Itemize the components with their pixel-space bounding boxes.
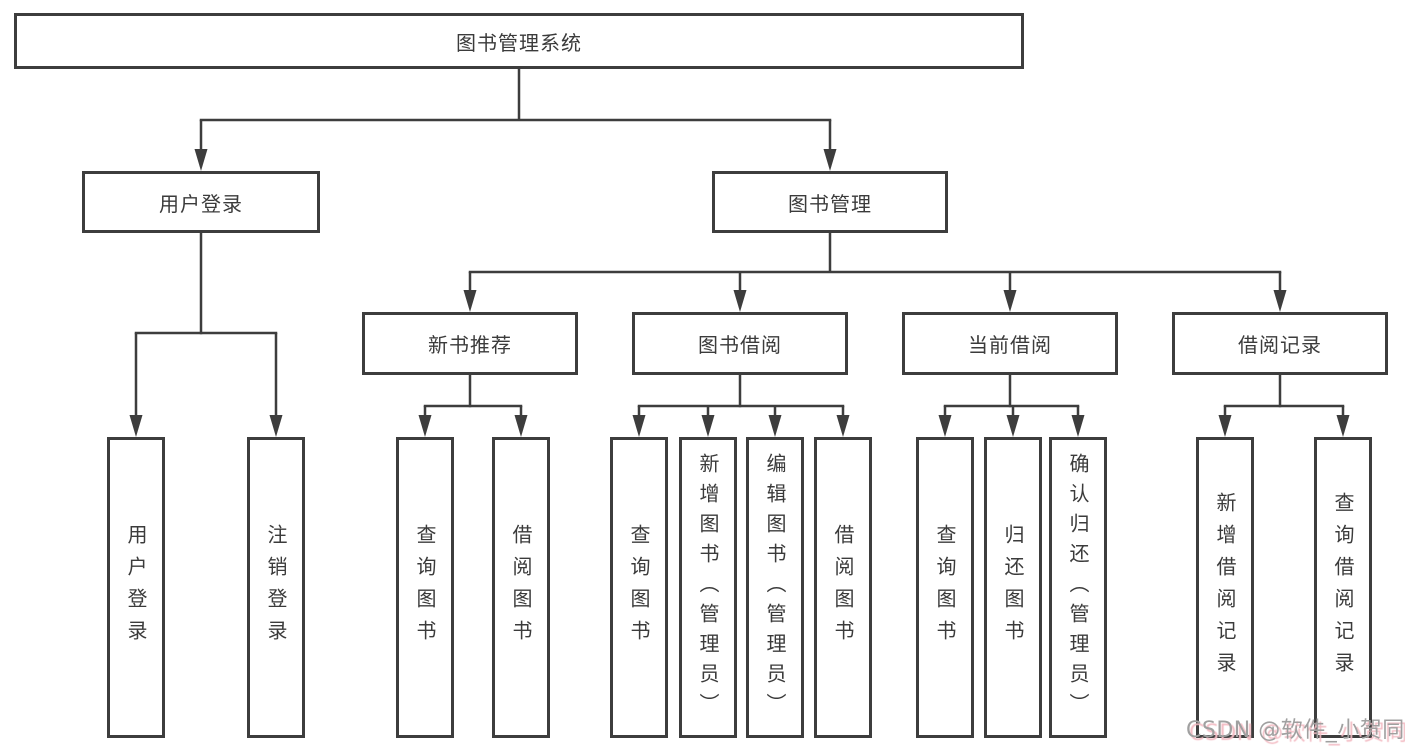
node-label: 图书借阅 [698, 333, 782, 357]
leaf-add-book-admin: 新增图书（管理员） [679, 437, 737, 738]
leaf-label: 查询借阅记录 [1331, 491, 1355, 684]
node-label: 新书推荐 [428, 333, 512, 357]
node-new-book-recommend: 新书推荐 [362, 312, 578, 375]
leaf-borrow-book-recommend: 借阅图书 [492, 437, 550, 738]
leaf-query-borrow-record: 查询借阅记录 [1314, 437, 1372, 738]
node-book-borrowing: 图书借阅 [632, 312, 848, 375]
node-current-borrowing: 当前借阅 [902, 312, 1118, 375]
leaf-borrow-book: 借阅图书 [814, 437, 872, 738]
node-borrowing-records: 借阅记录 [1172, 312, 1388, 375]
leaf-label: 借阅图书 [831, 523, 855, 652]
node-label: 借阅记录 [1238, 333, 1322, 357]
leaf-edit-book-admin: 编辑图书（管理员） [746, 437, 804, 738]
arrowhead-icons [129, 149, 1350, 437]
leaf-label: 用户登录 [124, 523, 148, 652]
leaf-label: 查询图书 [413, 523, 437, 652]
leaf-logout-login: 注销登录 [247, 437, 305, 738]
node-label: 当前借阅 [968, 333, 1052, 357]
leaf-label: 查询图书 [627, 523, 651, 652]
leaf-label: 确认归还（管理员） [1066, 452, 1090, 723]
leaf-label: 查询图书 [933, 523, 957, 652]
leaf-label: 编辑图书（管理员） [763, 452, 787, 723]
leaf-query-book-borrow: 查询图书 [610, 437, 668, 738]
leaf-confirm-return-admin: 确认归还（管理员） [1049, 437, 1107, 738]
leaf-label: 新增图书（管理员） [696, 452, 720, 723]
node-label: 图书管理系统 [456, 30, 582, 55]
leaf-query-book-current: 查询图书 [916, 437, 974, 738]
leaf-add-borrow-record: 新增借阅记录 [1196, 437, 1254, 738]
node-library-management-system: 图书管理系统 [14, 13, 1024, 69]
node-book-management: 图书管理 [712, 171, 948, 233]
csdn-watermark: CSDN @软件_小贺同学 [1186, 718, 1405, 743]
leaf-label: 新增借阅记录 [1213, 491, 1237, 684]
leaf-return-book: 归还图书 [984, 437, 1042, 738]
leaf-query-book-recommend: 查询图书 [396, 437, 454, 738]
node-label: 用户登录 [159, 191, 243, 216]
leaf-label: 归还图书 [1001, 523, 1025, 652]
leaf-label: 借阅图书 [509, 523, 533, 652]
node-label: 图书管理 [788, 191, 872, 216]
leaf-label: 注销登录 [264, 523, 288, 652]
node-user-login: 用户登录 [82, 171, 320, 233]
leaf-user-login: 用户登录 [107, 437, 165, 738]
